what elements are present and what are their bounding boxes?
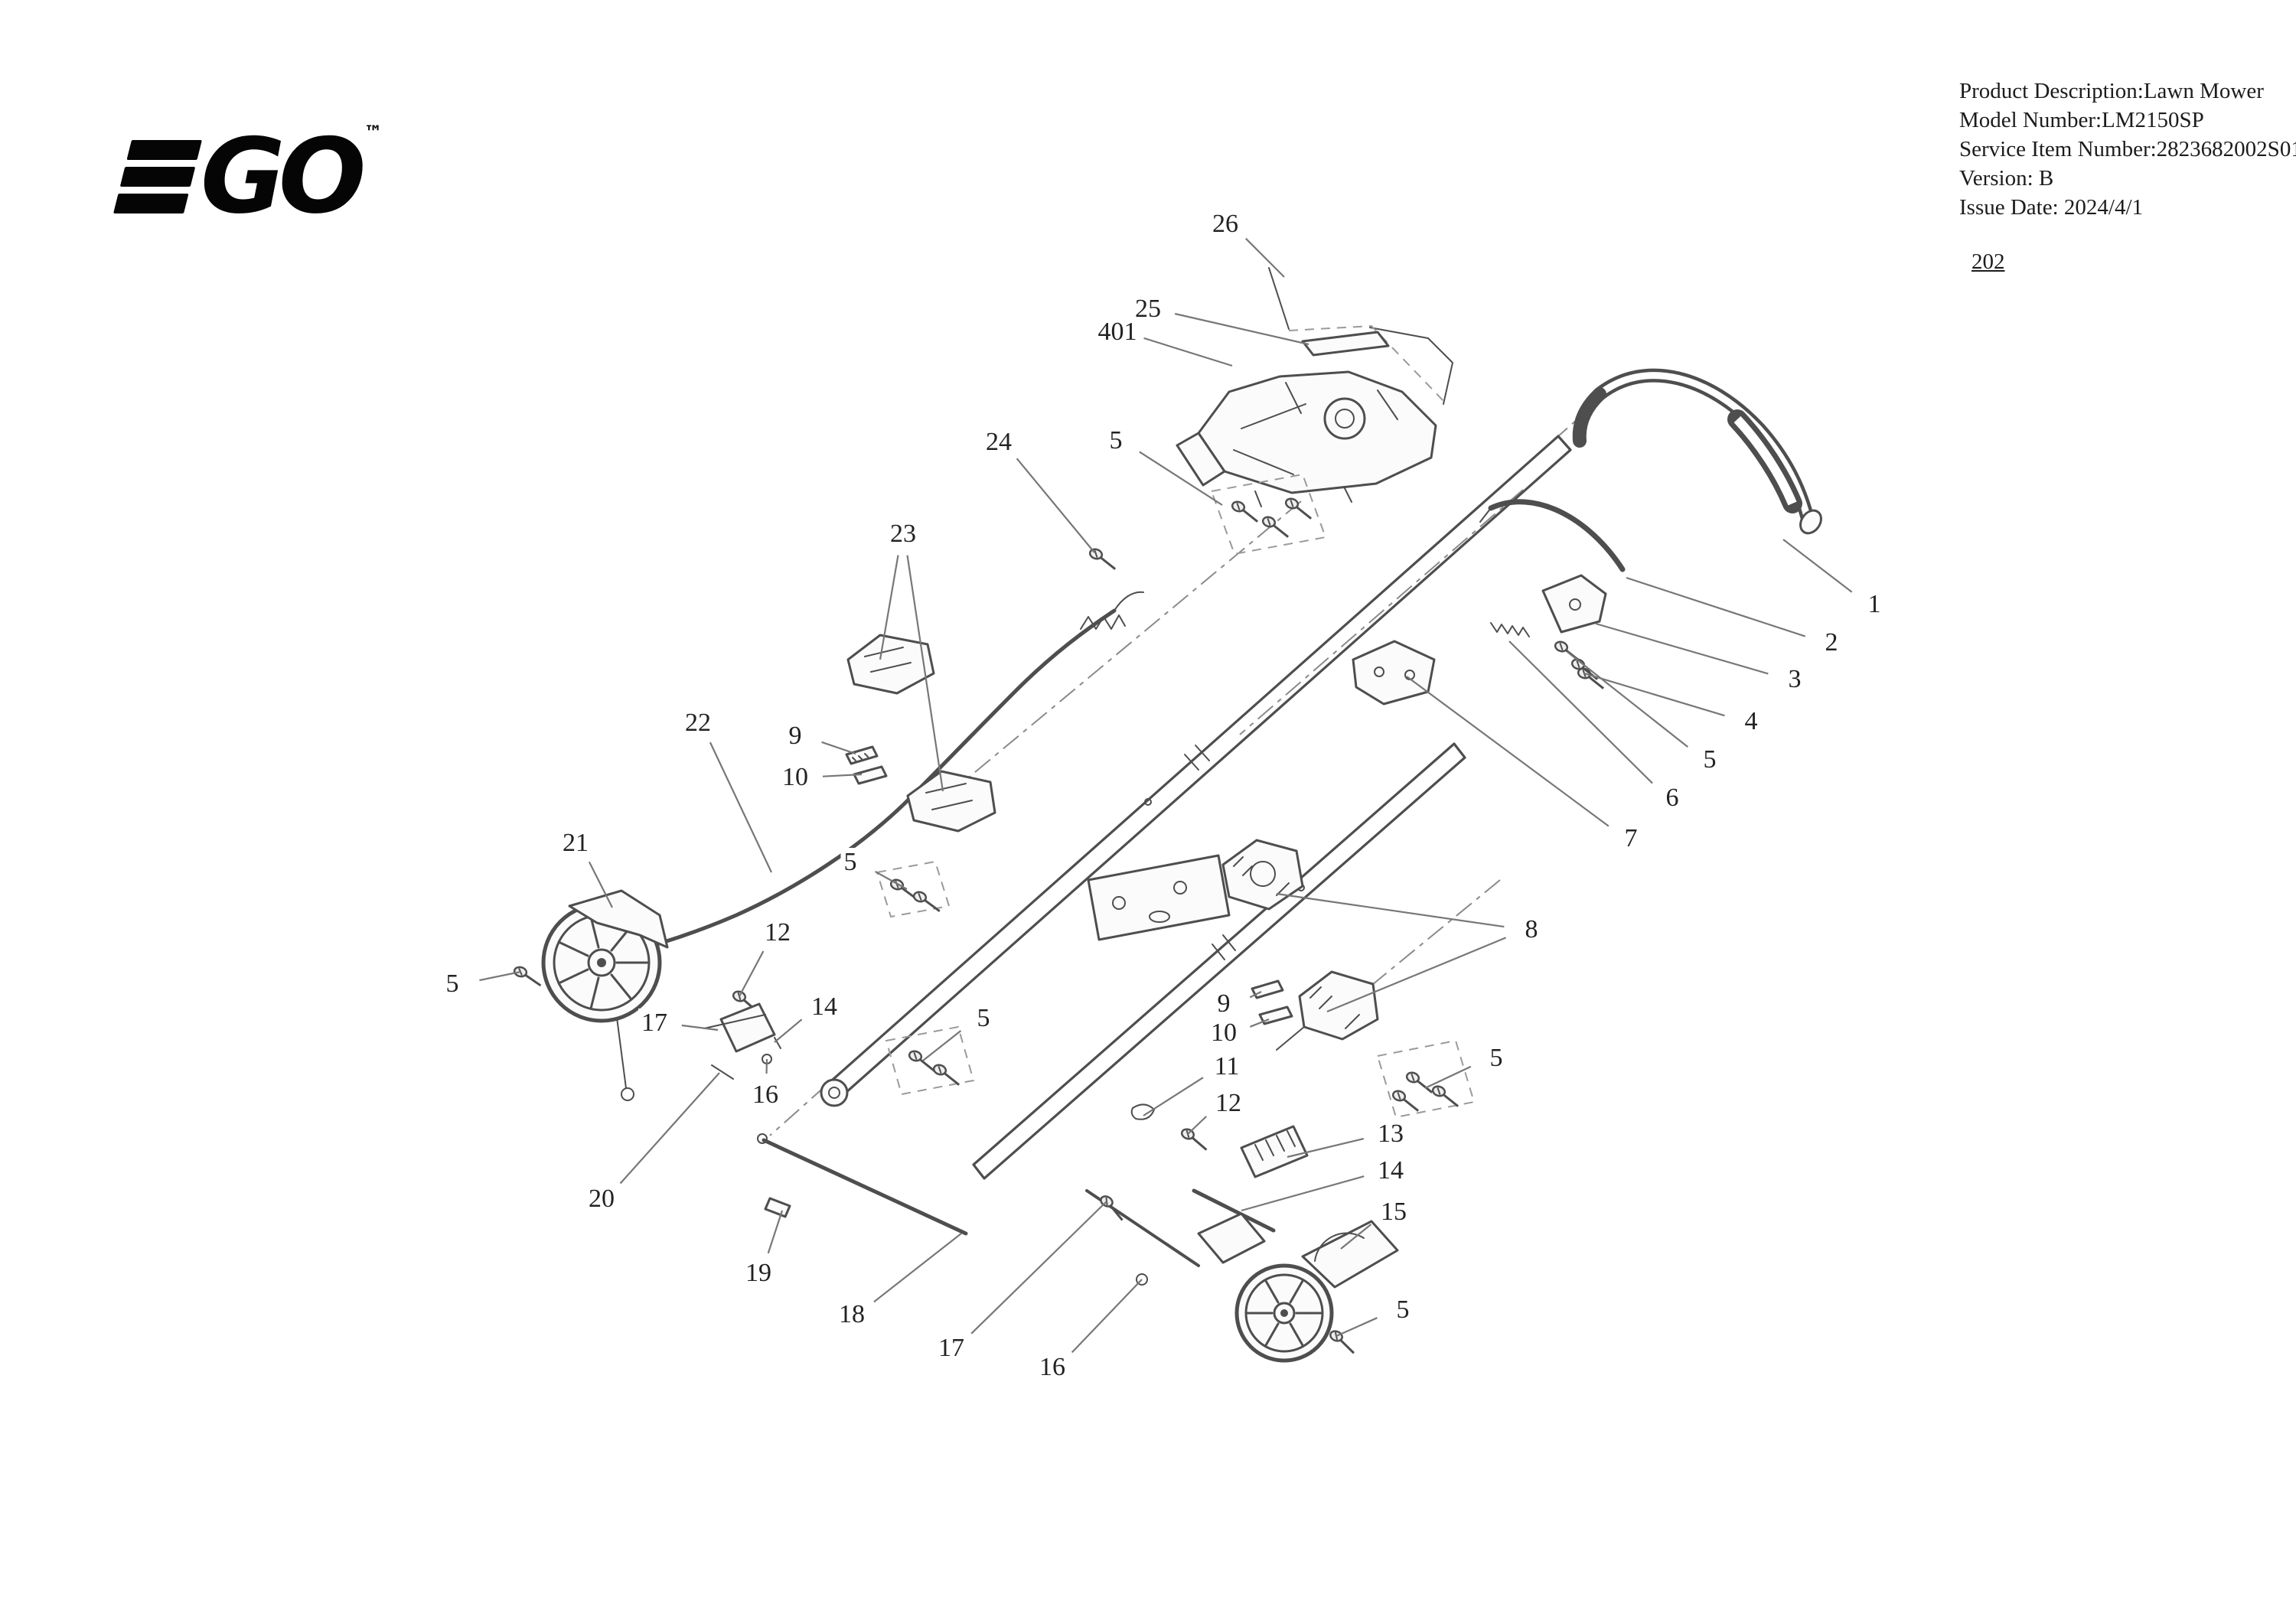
ego-logo: GO ™: [113, 116, 383, 236]
info-model-number: Model Number:LM2150SP: [1959, 108, 2204, 132]
info-service-item-number: Service Item Number:2823682002S01: [1959, 137, 2296, 161]
page-number: 202: [1971, 249, 2005, 274]
leader-lines: [479, 237, 1853, 1354]
info-version: Version: B: [1959, 166, 2054, 191]
trademark-symbol: ™: [364, 121, 383, 143]
info-issue-date: Issue Date: 2024/4/1: [1959, 195, 2144, 220]
diagram-artwork: [511, 267, 1822, 1363]
ego-logo-text: GO: [201, 116, 367, 236]
product-info-block: Product Description:Lawn Mower Model Num…: [1959, 77, 2296, 222]
info-product-description: Product Description:Lawn Mower: [1959, 79, 2264, 103]
